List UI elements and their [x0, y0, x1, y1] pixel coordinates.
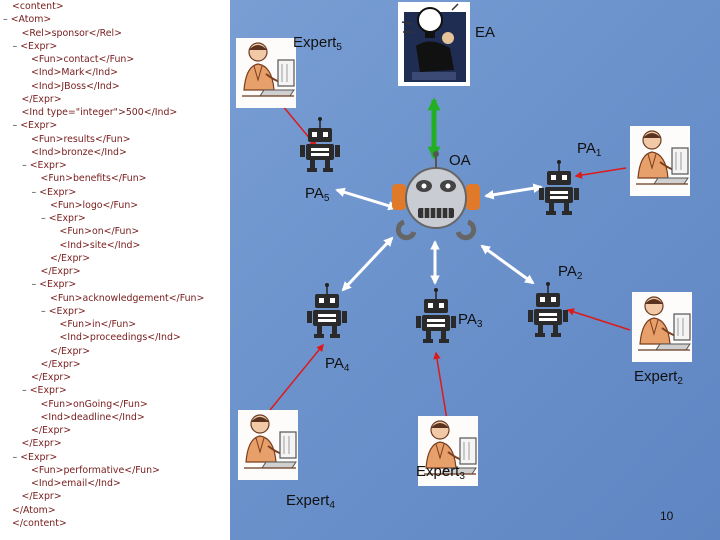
pa4-label: PA4: [325, 355, 349, 374]
expert2-person-icon: [632, 292, 692, 362]
pa1-robot-icon: [539, 160, 579, 215]
pa5-label: PA5: [305, 185, 329, 204]
expert2-label: Expert2: [634, 368, 683, 387]
pa3-label: PA3: [458, 311, 482, 330]
pa1-label: PA1: [577, 140, 601, 159]
pa3-robot-icon: [416, 288, 456, 343]
arrow-expert1-pa1: [576, 168, 626, 176]
arrow-oa-pa5: [337, 190, 396, 208]
arrow-expert2-pa2: [568, 310, 630, 330]
expert5-person-icon: [236, 38, 296, 108]
expert4-label: Expert4: [286, 492, 335, 511]
oa-label: OA: [449, 152, 471, 169]
expert5-label: Expert5: [293, 34, 342, 53]
page-number: 10: [660, 509, 673, 523]
expert4-person-icon: [238, 410, 298, 480]
executive-lightbulb-icon: [398, 2, 470, 86]
ea-label: EA: [475, 24, 495, 41]
pa5-robot-icon: [300, 117, 340, 172]
pa4-robot-icon: [307, 283, 347, 338]
arrow-oa-pa1: [486, 187, 541, 196]
pa2-label: PA2: [558, 263, 582, 282]
arrow-expert4-pa4: [270, 345, 323, 410]
arrow-oa-pa4: [343, 238, 392, 290]
pa2-robot-icon: [528, 282, 568, 337]
expert3-label: Expert3: [416, 463, 465, 482]
expert1-person-icon: [630, 126, 690, 196]
arrow-oa-pa2: [482, 246, 533, 283]
